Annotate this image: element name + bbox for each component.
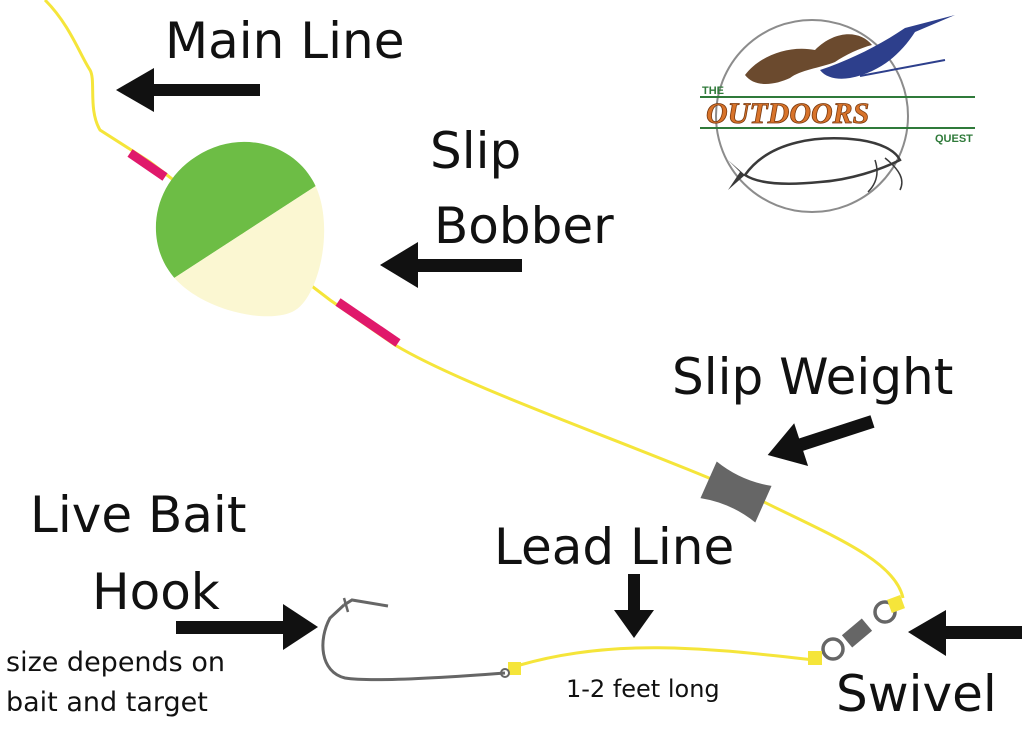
- label-live-bait-hook-line2: Hook: [92, 563, 220, 621]
- arrow-swivel: [908, 610, 1022, 656]
- arrow-main-line: [116, 68, 260, 112]
- bobber-bottom-stopper: [335, 298, 401, 347]
- arrow-lead-line: [614, 574, 654, 638]
- label-slip-weight: Slip Weight: [672, 348, 953, 406]
- logo-text-quest: QUEST: [935, 133, 973, 145]
- logo-text-the: THE: [702, 85, 724, 97]
- swivel: [808, 595, 905, 665]
- label-slip-bobber-line1: Slip: [430, 122, 521, 180]
- label-hook-note-line1: size depends on: [6, 647, 225, 678]
- outdoors-quest-logo: THE OUTDOORS QUEST: [700, 15, 975, 213]
- label-live-bait-hook-line1: Live Bait: [30, 486, 246, 544]
- swivel-ring-top: [873, 600, 897, 624]
- main-line: [43, 0, 905, 599]
- swivel-barrel: [841, 618, 873, 648]
- label-slip-bobber-line2: Bobber: [434, 197, 614, 255]
- slip-bobber: [124, 110, 367, 357]
- slip-weight: [700, 461, 772, 523]
- arrow-slip-bobber: [380, 242, 522, 288]
- swivel-knot-top: [887, 595, 905, 613]
- logo-text-main: OUTDOORS: [706, 97, 869, 130]
- logo-bird-legs: [859, 59, 946, 77]
- lead-knot: [508, 662, 521, 675]
- label-swivel: Swivel: [836, 665, 997, 723]
- logo-bird-icon: [820, 15, 955, 79]
- label-hook-note-line2: bait and target: [6, 687, 208, 718]
- arrow-hook: [176, 604, 318, 650]
- bobber-top-stopper: [127, 149, 168, 181]
- lead-line: [519, 646, 816, 667]
- label-lead-line-note: 1-2 feet long: [566, 675, 720, 703]
- logo-circle: [715, 19, 909, 213]
- logo-catfish-icon: [743, 137, 902, 185]
- logo-deer-icon: [745, 34, 872, 84]
- label-lead-line: Lead Line: [494, 518, 734, 576]
- swivel-ring-bottom: [821, 637, 845, 661]
- label-main-line: Main Line: [165, 12, 404, 70]
- live-bait-hook: [321, 597, 510, 682]
- arrows: [116, 68, 1022, 656]
- logo-catfish-tail: [728, 160, 745, 190]
- swivel-knot-bottom: [808, 651, 822, 665]
- logo-catfish-whiskers: [867, 157, 903, 193]
- arrow-slip-weight: [767, 415, 875, 467]
